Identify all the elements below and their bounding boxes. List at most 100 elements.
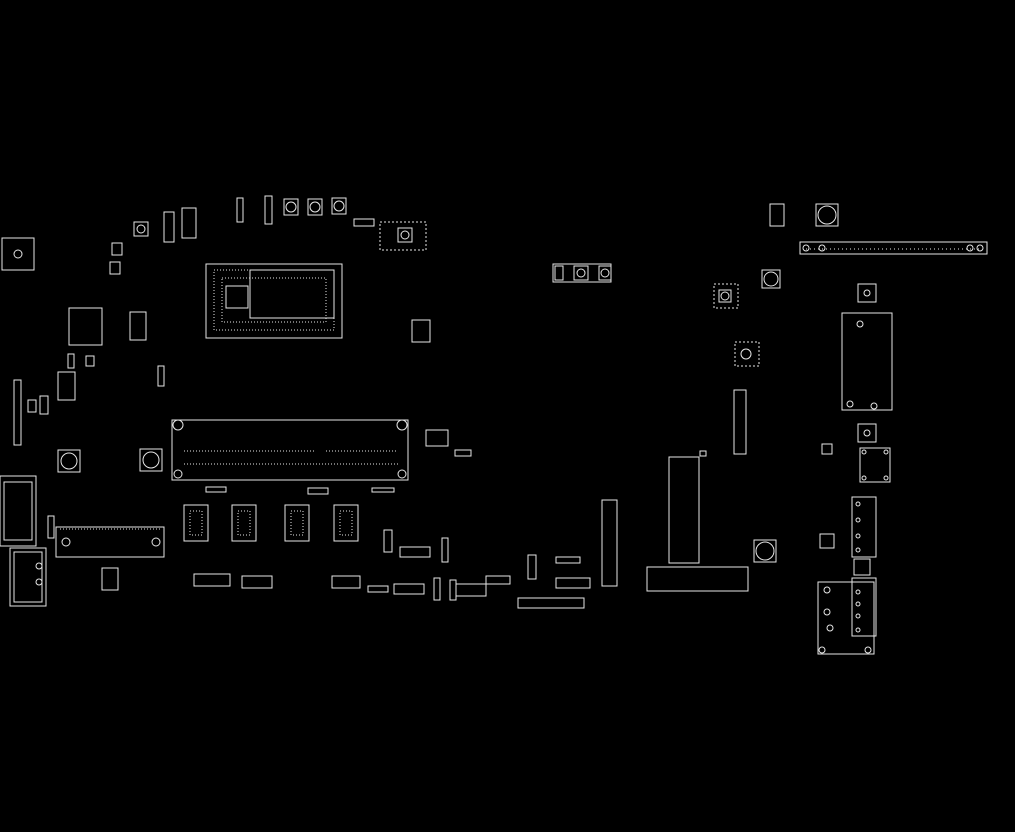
passive-component <box>191 369 194 371</box>
passive-component <box>201 371 204 373</box>
passive-component <box>303 349 305 352</box>
passive-component <box>711 333 713 336</box>
passive-component <box>406 251 409 253</box>
passive-component <box>840 509 843 511</box>
passive-component <box>81 278 83 281</box>
passive-component <box>276 342 279 344</box>
passive-component <box>107 345 109 348</box>
passive-component <box>138 320 141 322</box>
passive-component <box>37 375 39 378</box>
passive-component <box>531 240 534 242</box>
passive-component <box>560 565 563 567</box>
passive-component <box>27 373 29 376</box>
passive-component <box>60 229 63 231</box>
passive-component <box>203 300 205 303</box>
top-middle-components <box>552 263 612 283</box>
passive-component <box>876 221 878 224</box>
passive-component <box>48 424 51 426</box>
passive-component <box>372 247 375 249</box>
passive-component <box>505 523 507 526</box>
passive-component <box>474 559 476 562</box>
passive-component <box>375 198 377 201</box>
passive-component <box>56 339 58 342</box>
passive-component <box>217 346 219 349</box>
passive-component <box>828 531 831 533</box>
passive-component <box>107 441 110 443</box>
passive-component <box>159 376 162 378</box>
passive-component <box>718 339 721 341</box>
passive-component <box>361 573 364 575</box>
passive-component <box>375 294 378 296</box>
passive-component <box>26 324 29 326</box>
passive-component <box>289 265 292 267</box>
passive-component <box>378 525 380 528</box>
passive-component <box>370 589 373 591</box>
passive-component <box>451 531 453 534</box>
passive-component <box>120 584 123 586</box>
passive-component <box>319 363 321 366</box>
passive-component <box>768 317 771 319</box>
passive-component <box>411 193 413 196</box>
passive-component <box>33 303 36 305</box>
passive-component <box>201 372 203 375</box>
passive-component <box>49 343 51 346</box>
passive-component <box>141 249 143 252</box>
passive-component <box>308 295 311 297</box>
passive-component <box>552 564 554 567</box>
passive-component <box>73 413 75 416</box>
passive-component <box>379 195 381 198</box>
passive-component <box>413 213 415 216</box>
passive-component <box>176 326 178 329</box>
passive-component <box>165 356 167 359</box>
passive-component <box>407 510 409 513</box>
passive-component <box>13 318 16 320</box>
passive-component <box>330 331 333 333</box>
passive-component <box>543 532 546 534</box>
passive-component <box>538 553 541 555</box>
passive-component <box>370 223 373 225</box>
passive-component <box>91 579 94 581</box>
passive-component <box>869 221 872 223</box>
passive-component <box>70 366 73 368</box>
passive-component <box>701 299 704 301</box>
passive-component <box>761 324 763 327</box>
passive-component <box>117 324 120 326</box>
passive-component <box>32 337 34 340</box>
passive-component <box>81 427 84 429</box>
passive-component <box>20 261 22 264</box>
passive-component <box>626 232 628 235</box>
passive-component <box>90 210 93 212</box>
passive-component <box>164 330 166 333</box>
passive-component <box>130 372 132 375</box>
passive-component <box>391 256 393 259</box>
passive-component <box>405 561 408 563</box>
passive-component <box>375 533 378 535</box>
passive-component <box>297 334 300 336</box>
passive-component <box>292 252 294 255</box>
passive-component <box>724 338 727 340</box>
passive-component <box>120 300 122 303</box>
passive-component <box>136 287 139 289</box>
passive-component <box>131 320 134 322</box>
passive-component <box>338 342 341 344</box>
passive-component <box>835 356 838 358</box>
passive-component <box>444 559 447 561</box>
passive-component <box>348 208 351 210</box>
passive-component <box>358 250 361 252</box>
cpu-package <box>205 263 343 339</box>
passive-component <box>366 248 368 251</box>
passive-component <box>529 548 531 551</box>
passive-component <box>85 441 88 443</box>
passive-component <box>709 365 711 368</box>
passive-component <box>279 345 282 347</box>
passive-component <box>70 402 73 404</box>
passive-component <box>531 543 534 545</box>
passive-component <box>84 444 87 446</box>
passive-component <box>402 542 405 544</box>
passive-component <box>757 312 760 314</box>
passive-component <box>17 233 19 236</box>
passive-component <box>651 535 654 537</box>
passive-component <box>100 440 103 442</box>
passive-component <box>365 242 368 244</box>
